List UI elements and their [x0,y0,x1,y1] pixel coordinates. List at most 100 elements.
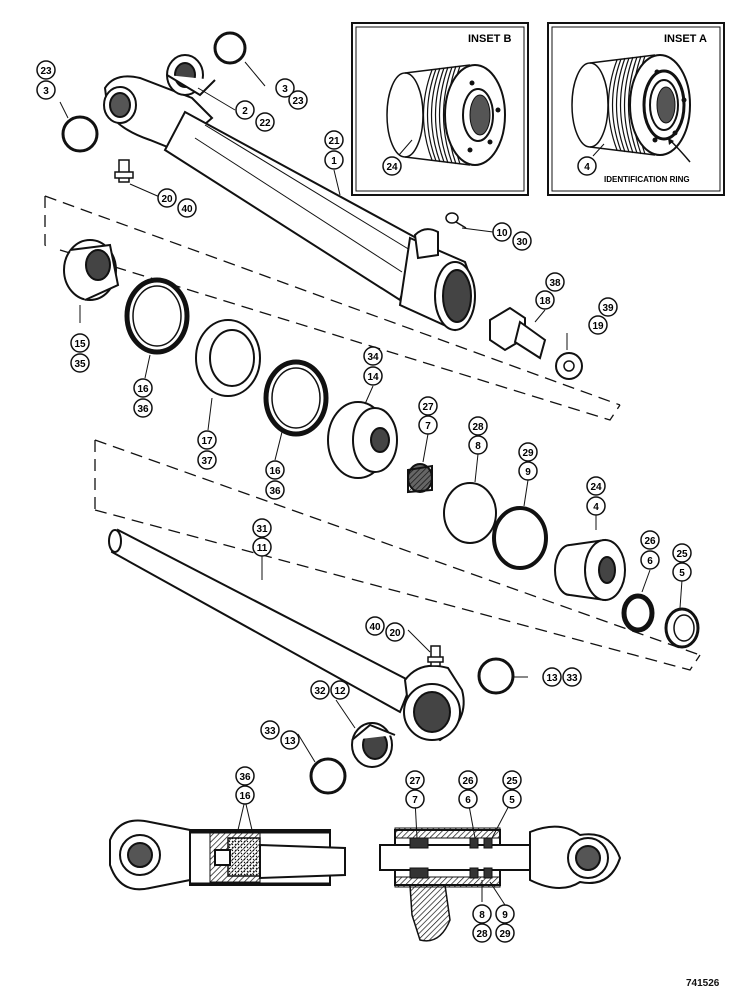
svg-text:23: 23 [292,96,304,107]
callout-5: 5 [672,562,692,582]
svg-text:40: 40 [369,622,381,633]
svg-text:40: 40 [181,204,193,215]
callout-23: 23 [36,60,56,80]
callout-31: 31 [252,518,272,538]
svg-text:38: 38 [549,278,561,289]
callout-10: 10 [492,222,512,242]
callout-9: 9 [518,461,538,481]
callout-16: 16 [235,785,255,805]
callout-23: 23 [288,90,308,110]
callout-16: 16 [133,378,153,398]
callout-27: 27 [405,770,425,790]
svg-text:17: 17 [201,436,213,447]
cylinder-barrel [103,75,476,332]
svg-text:27: 27 [422,402,434,413]
svg-text:4: 4 [593,502,599,513]
svg-text:5: 5 [679,568,685,579]
svg-text:12: 12 [334,686,346,697]
svg-text:4: 4 [584,162,590,173]
callout-25: 25 [502,770,522,790]
callout-29: 29 [518,442,538,462]
svg-text:37: 37 [201,456,213,467]
svg-text:7: 7 [412,795,418,806]
callout-5: 5 [502,789,522,809]
o-ring-8 [443,482,497,544]
callouts: 23 3 2 22 3 23 21 1 20 40 10 30 38 18 39… [36,60,692,943]
svg-text:6: 6 [647,556,653,567]
svg-text:16: 16 [239,791,251,802]
callout-39: 39 [598,297,618,317]
piston-15 [63,239,120,301]
svg-text:13: 13 [284,736,296,747]
callout-40: 40 [365,616,385,636]
section-view-left [109,819,346,891]
callout-4: 4 [586,496,606,516]
callout-13: 13 [542,667,562,687]
inset-b-title: INSET B [468,33,511,45]
svg-text:11: 11 [257,543,268,554]
svg-text:27: 27 [409,776,421,787]
svg-text:19: 19 [592,321,604,332]
snap-ring-top-right [213,31,247,65]
svg-text:9: 9 [502,910,508,921]
callout-16: 16 [265,460,285,480]
section-view-right [379,825,622,942]
svg-text:18: 18 [539,296,551,307]
snap-ring-rod-left [309,757,347,795]
svg-text:32: 32 [314,686,326,697]
callout-38: 38 [545,272,565,292]
seal-16-upper [124,277,190,355]
callout-24: 24 [586,476,606,496]
inset-a-frame [547,22,725,196]
callout-30: 30 [512,231,532,251]
callout-18: 18 [535,290,555,310]
svg-text:5: 5 [509,795,515,806]
dashed-group-upper [44,195,621,421]
callout-2: 2 [235,100,255,120]
callout-35: 35 [70,353,90,373]
callout-1: 1 [324,150,344,170]
callout-36: 36 [265,480,285,500]
svg-text:33: 33 [566,673,578,684]
svg-text:25: 25 [676,549,688,560]
svg-text:26: 26 [462,776,474,787]
svg-text:15: 15 [74,339,86,350]
svg-text:31: 31 [256,524,268,535]
callout-21: 21 [324,130,344,150]
callout-27: 27 [418,396,438,416]
svg-text:1: 1 [331,156,337,167]
inset-a-caption: IDENTIFICATION RING [604,175,690,184]
inset-b-frame [351,22,529,196]
callout-33: 33 [260,720,280,740]
svg-text:39: 39 [602,303,614,314]
callout-40: 40 [177,198,197,218]
bolt-18 [489,306,547,360]
svg-text:28: 28 [472,422,484,433]
callout-11: 11 [252,537,272,557]
callout-28: 28 [472,923,492,943]
bushing-top [166,54,216,97]
callout-8: 8 [468,435,488,455]
dashed-group-lower [94,439,701,671]
bushing-rod [351,722,396,768]
svg-text:6: 6 [465,795,471,806]
svg-text:7: 7 [425,421,431,432]
svg-text:33: 33 [264,726,276,737]
callout-20: 20 [157,188,177,208]
svg-text:20: 20 [161,194,173,205]
svg-text:13: 13 [546,673,558,684]
callout-17: 17 [197,430,217,450]
svg-text:2: 2 [242,106,248,117]
callout-4-inset: 4 [577,156,597,176]
svg-text:34: 34 [367,352,379,363]
svg-text:26: 26 [644,536,656,547]
svg-text:24: 24 [386,162,398,173]
callout-15: 15 [70,333,90,353]
piston-rod [108,528,465,742]
snap-ring-rod-right [477,657,515,695]
svg-text:8: 8 [475,441,481,452]
callout-9: 9 [495,904,515,924]
callout-13: 13 [280,730,300,750]
svg-text:3: 3 [282,84,288,95]
gland-4 [554,538,626,602]
